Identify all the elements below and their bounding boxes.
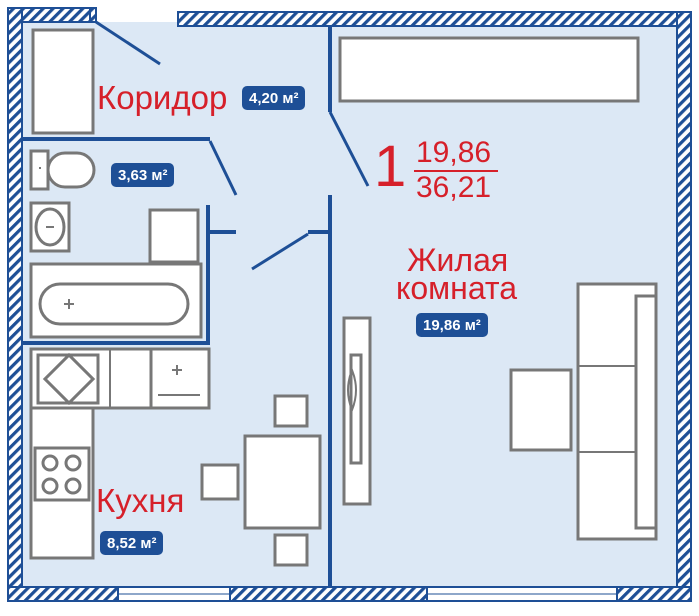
wall-left <box>7 7 23 602</box>
sofa-back <box>634 294 658 530</box>
bathroom-area-badge: 3,63 м² <box>111 163 175 187</box>
bath-cabinet <box>148 208 200 264</box>
door-living <box>328 111 370 187</box>
door-kitchen <box>251 232 309 271</box>
total-area-value: 36,21 <box>416 171 492 204</box>
living-area-value: 19,86 <box>416 136 492 169</box>
tv-shape <box>347 367 357 413</box>
stove-burner-1 <box>41 454 59 472</box>
corridor-label: Коридор <box>97 79 228 116</box>
kitchen-sink-bowl <box>42 352 96 406</box>
wall-notch <box>89 7 97 23</box>
doors <box>95 20 370 271</box>
apartment-summary: 1 19,86 36,21 <box>374 138 504 204</box>
toilet-bowl <box>46 151 96 189</box>
kitchen-hob <box>149 347 211 410</box>
rooms-count: 1 <box>374 134 407 199</box>
chair-left <box>200 463 240 501</box>
kitchen-label: Кухня <box>96 482 185 519</box>
kitchen-stove <box>33 446 91 502</box>
living-area-badge: 19,86 м² <box>416 313 488 337</box>
furniture <box>29 28 658 567</box>
bathtub-inner <box>38 282 190 326</box>
chair-bottom <box>273 533 309 567</box>
door-bath <box>208 140 238 196</box>
stove-burner-3 <box>41 477 59 495</box>
wall-right <box>676 11 692 602</box>
living-cabinet <box>338 36 640 103</box>
furniture-details <box>39 167 636 453</box>
chair-top <box>273 394 309 428</box>
wall-top-right <box>177 11 692 27</box>
kitchen-area-badge: 8,52 м² <box>100 531 164 555</box>
door-entrance <box>95 20 161 66</box>
dining-table <box>243 434 322 530</box>
fraction-bar <box>414 170 498 172</box>
armchair <box>509 368 573 452</box>
interior-walls <box>22 26 332 587</box>
living-label-line2: комната <box>396 270 518 306</box>
wardrobe <box>31 28 95 135</box>
corridor-area-badge: 4,20 м² <box>242 86 306 110</box>
living-label-line1: Жилая <box>407 242 509 278</box>
stove-burner-4 <box>64 477 82 495</box>
toilet-tank <box>29 149 50 191</box>
stove-burner-2 <box>64 454 82 472</box>
